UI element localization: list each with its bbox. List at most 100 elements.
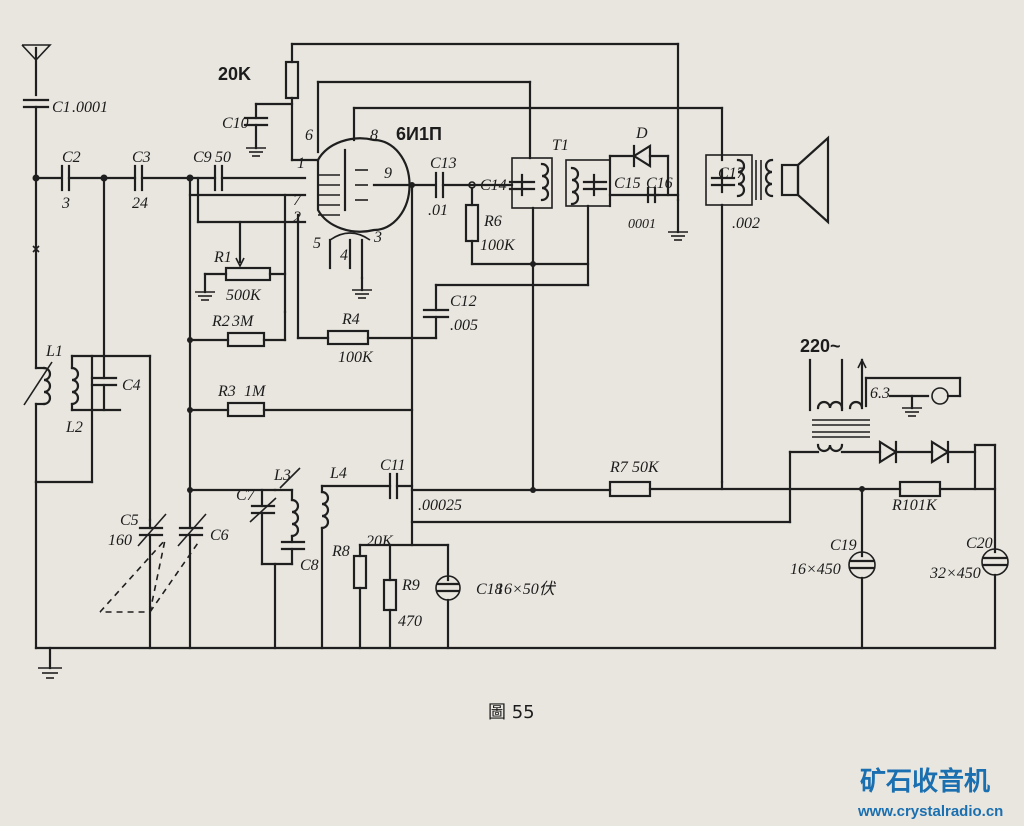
- watermark-title: 矿石收音机: [860, 766, 990, 797]
- figure-caption: 圖 55: [488, 702, 535, 723]
- diode-d: D: [608, 125, 670, 197]
- svg-text:0001: 0001: [628, 217, 656, 232]
- svg-text:C19: C19: [830, 537, 857, 554]
- svg-text:C3: C3: [132, 149, 151, 166]
- svg-text:1K: 1K: [918, 497, 938, 514]
- svg-text:R7: R7: [609, 459, 629, 476]
- svg-text:C20: C20: [966, 535, 993, 552]
- svg-text:C13: C13: [430, 155, 457, 172]
- svg-text:C11: C11: [380, 457, 405, 474]
- c1-label: C1: [52, 99, 71, 116]
- resistor-r1: R1 500K: [195, 193, 287, 314]
- svg-text:20K: 20K: [218, 64, 251, 84]
- inductor-l2: L2: [65, 366, 83, 436]
- svg-text:220~: 220~: [800, 336, 841, 356]
- svg-text:32×450: 32×450: [929, 565, 981, 582]
- svg-text:R3: R3: [217, 383, 236, 400]
- svg-text:C7: C7: [236, 487, 256, 504]
- rectifier-diode-2: [930, 440, 997, 491]
- svg-text:C8: C8: [300, 557, 319, 574]
- svg-text:7: 7: [293, 192, 302, 209]
- capacitor-c6: C6: [177, 488, 229, 650]
- svg-text:50: 50: [215, 149, 231, 166]
- svg-text:R8: R8: [331, 543, 350, 560]
- tank-l3-c7-c8: C7 L3 C8: [236, 467, 319, 650]
- capacitor-c13: C13 .01: [428, 155, 472, 219]
- svg-text:R4: R4: [341, 311, 360, 328]
- capacitor-c12: C12 .005: [422, 293, 478, 340]
- svg-text:R9: R9: [401, 577, 420, 594]
- svg-text:C9: C9: [193, 149, 212, 166]
- svg-text:.01: .01: [428, 202, 448, 219]
- svg-text:.005: .005: [450, 317, 478, 334]
- svg-text:C6: C6: [210, 527, 229, 544]
- svg-text:.002: .002: [732, 215, 760, 232]
- svg-text:1M: 1M: [244, 383, 267, 400]
- svg-text:100K: 100K: [338, 349, 374, 366]
- svg-text:1: 1: [297, 155, 305, 172]
- svg-text:R2: R2: [211, 313, 230, 330]
- resistor-r10: R10 1K: [891, 480, 997, 514]
- resistor-r9: R9 470: [382, 543, 422, 650]
- capacitor-c2: C2 3: [60, 149, 81, 212]
- svg-text:6: 6: [305, 127, 313, 144]
- svg-text:R6: R6: [483, 213, 502, 230]
- svg-text:C5: C5: [120, 512, 139, 529]
- svg-text:.00025: .00025: [418, 497, 462, 514]
- svg-text:16×450: 16×450: [790, 561, 841, 578]
- capacitor-c19: C19 16×450: [790, 487, 876, 650]
- svg-text:C15: C15: [614, 175, 641, 192]
- resistor-r8: R8 20K: [331, 533, 450, 650]
- svg-text:T1: T1: [552, 137, 569, 154]
- resistor-r7: R7 50K: [608, 459, 902, 498]
- resistor-20k-top: 20K: [218, 42, 680, 162]
- svg-text:L2: L2: [65, 419, 83, 436]
- c1-value: .0001: [72, 99, 108, 116]
- resistor-r3: R3 1M: [188, 383, 414, 418]
- watermark-logo: 矿石收音机 www.crystalradio.cn: [857, 766, 1003, 820]
- inductor-l1: L1: [23, 343, 63, 406]
- svg-text:8: 8: [370, 127, 378, 144]
- resistor-r6: R6 100K: [464, 203, 590, 266]
- svg-text:3M: 3M: [231, 313, 255, 330]
- svg-text:50K: 50K: [632, 459, 660, 476]
- svg-text:D: D: [635, 125, 648, 142]
- svg-text:C16: C16: [646, 175, 673, 192]
- svg-text:3: 3: [373, 229, 382, 246]
- svg-text:470: 470: [398, 613, 422, 630]
- svg-text:160: 160: [108, 532, 132, 549]
- tube-type-label: 6И1П: [396, 124, 442, 144]
- heater-winding: 6.3: [864, 376, 962, 417]
- capacitor-c1: C1 .0001: [22, 98, 108, 180]
- output-transformer-c17: C17 .002: [705, 154, 774, 232]
- svg-text:9: 9: [384, 165, 392, 182]
- capacitor-c10: C10: [222, 102, 294, 157]
- speaker-icon: [780, 135, 830, 225]
- svg-text:6.3: 6.3: [870, 385, 890, 402]
- svg-text:3: 3: [61, 195, 70, 212]
- antenna-icon: [21, 44, 52, 97]
- rectifier-diode-1: [878, 440, 934, 464]
- svg-text:100K: 100K: [480, 237, 516, 254]
- tank-c14: C14: [480, 157, 553, 209]
- capacitor-c11: C11 .00025: [380, 457, 462, 514]
- svg-text:C17: C17: [718, 165, 746, 182]
- capacitor-c18: C18 16×50伏: [435, 543, 557, 650]
- svg-text:5: 5: [313, 235, 321, 252]
- capacitor-c20: C20 32×450: [929, 443, 1009, 650]
- svg-text:R10: R10: [891, 497, 918, 514]
- svg-text:C4: C4: [122, 377, 141, 394]
- capacitor-c5: C5 160: [108, 512, 167, 650]
- svg-text:4: 4: [340, 247, 348, 264]
- transformer-t1: T1: [552, 137, 611, 207]
- svg-text:C2: C2: [62, 149, 81, 166]
- resistor-r2: R2 3M: [188, 310, 287, 348]
- svg-text:L3: L3: [273, 467, 291, 484]
- inductor-l4: L4: [320, 465, 392, 650]
- svg-text:L4: L4: [329, 465, 347, 482]
- svg-text:R1: R1: [213, 249, 232, 266]
- svg-text:500K: 500K: [226, 287, 262, 304]
- ground-icon: [38, 646, 62, 679]
